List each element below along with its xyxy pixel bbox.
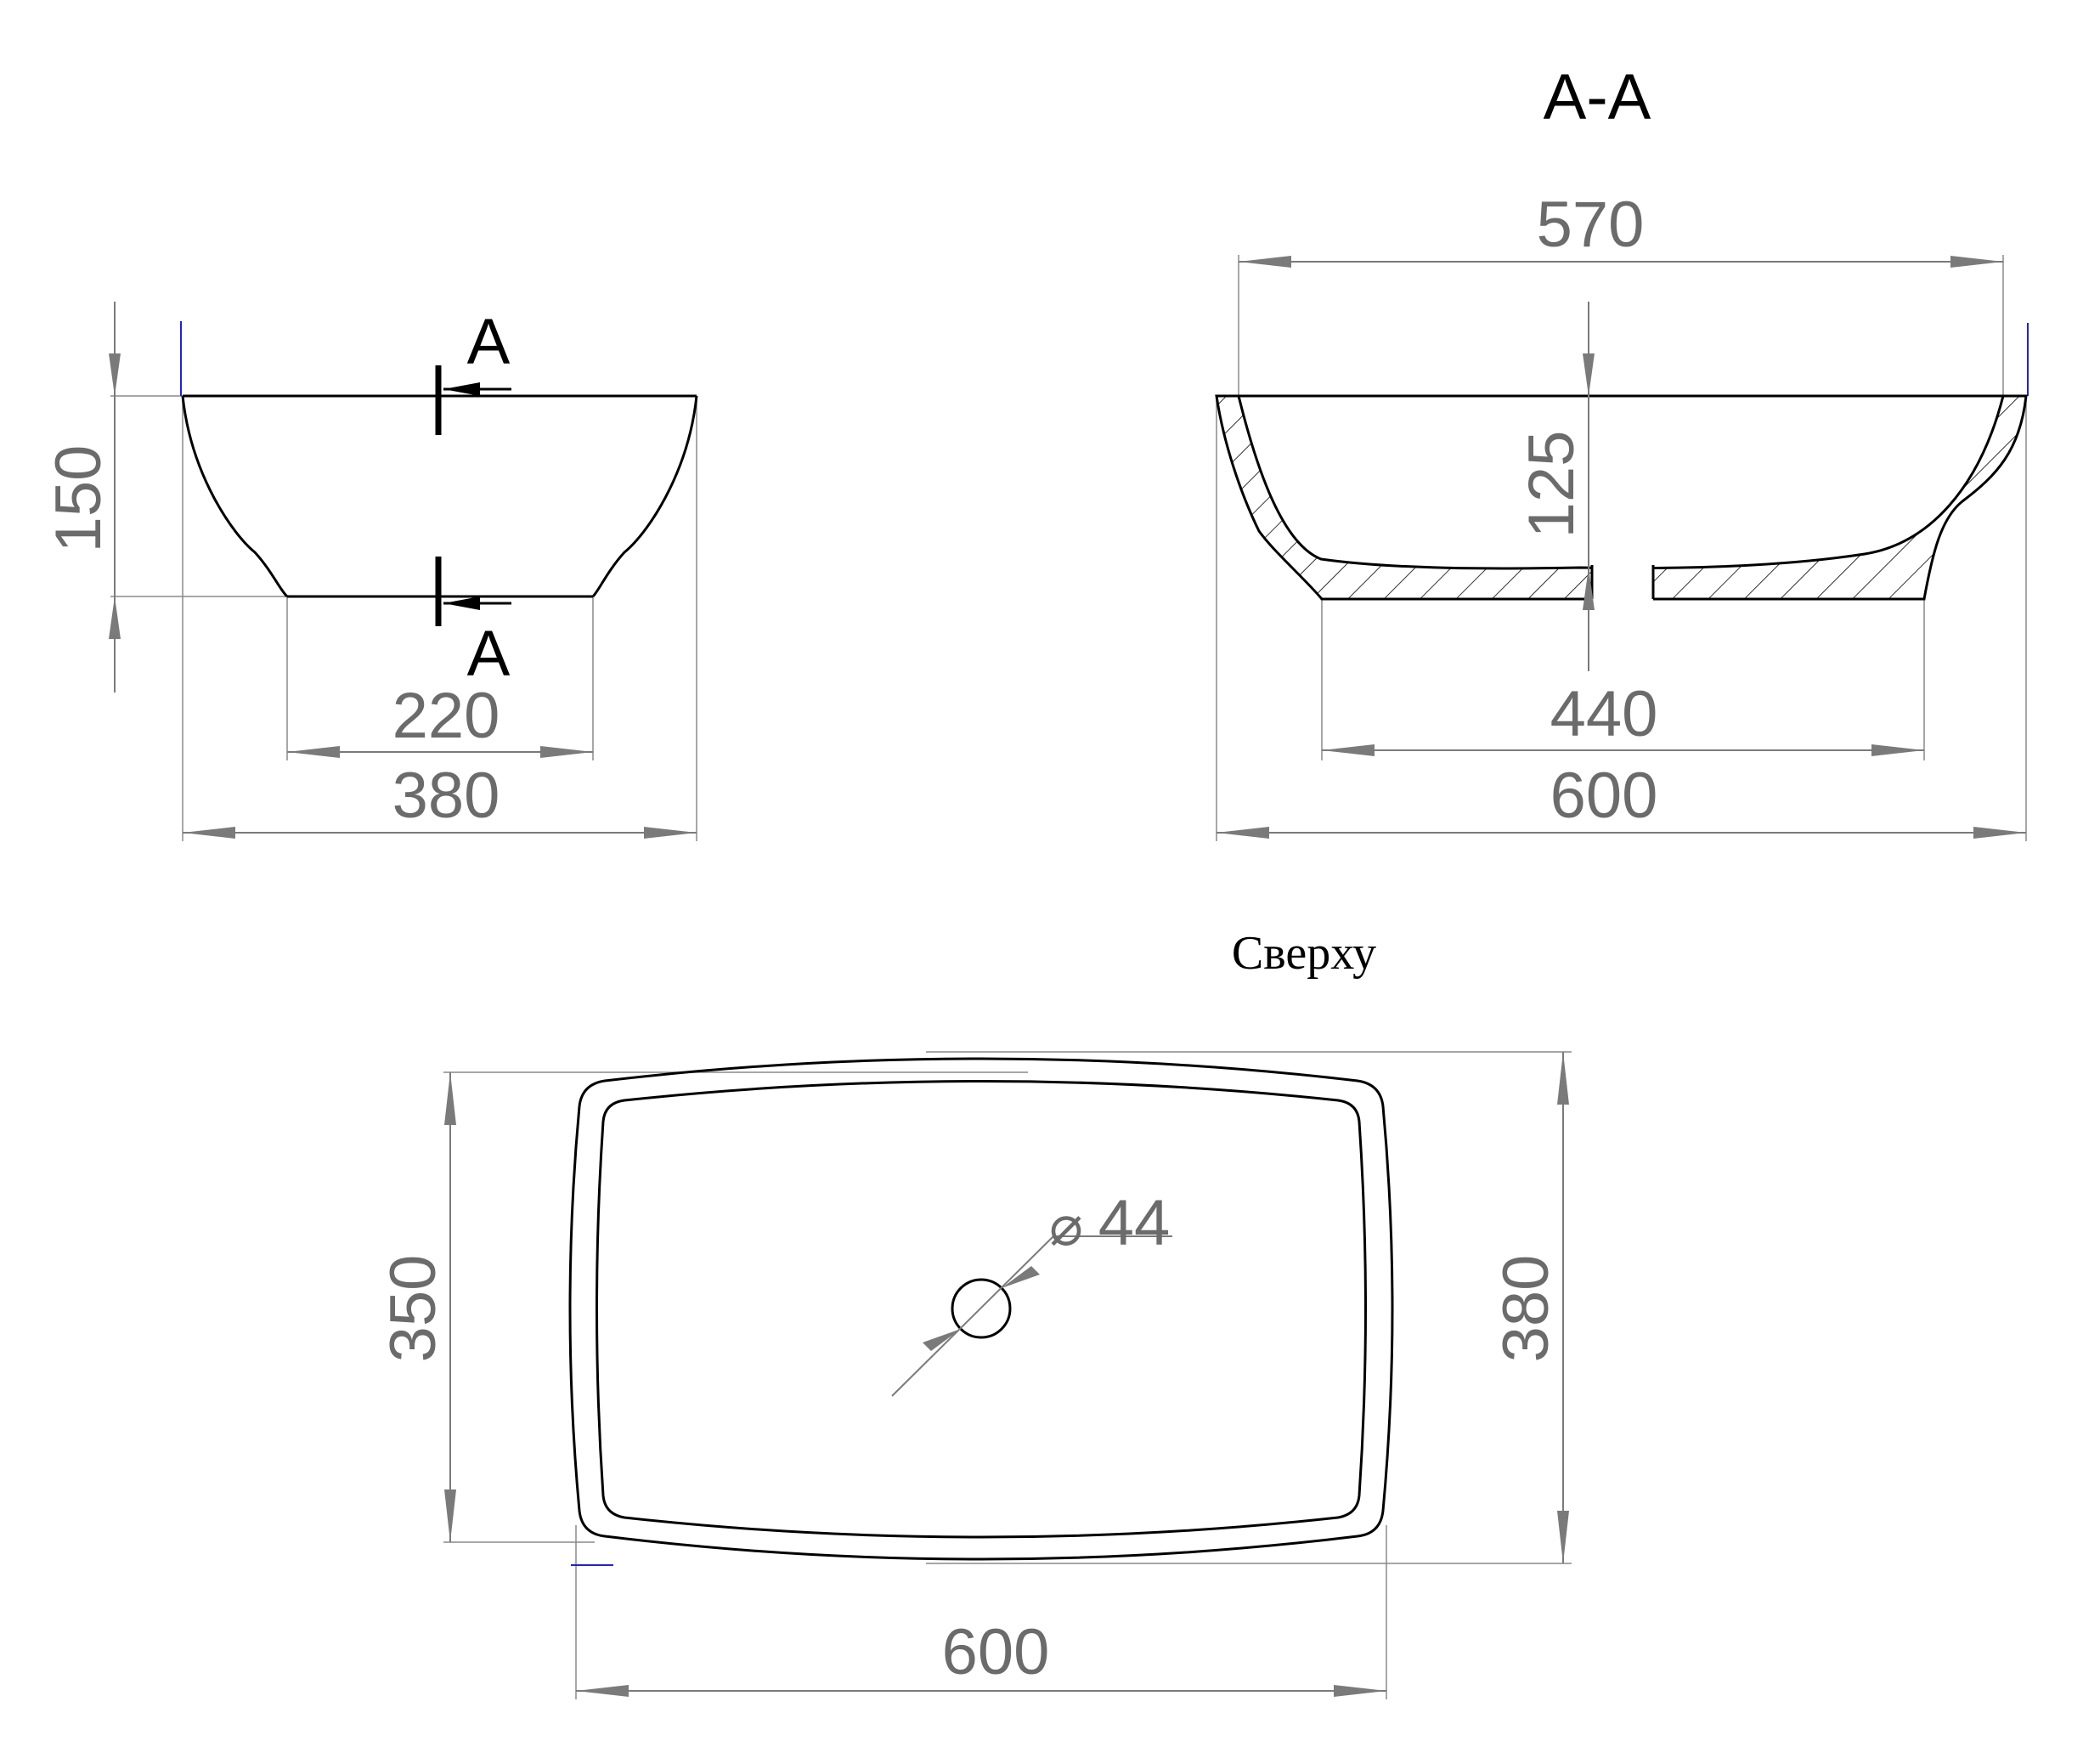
dimension-arrow — [287, 746, 340, 758]
side-view: 150 220 380 A A — [42, 302, 698, 841]
height-dimension-label: 150 — [42, 445, 115, 553]
dimension-arrow — [444, 1072, 456, 1125]
dimension-arrow — [576, 1685, 629, 1697]
section-view: A-A 570 125 440 60 — [1215, 61, 2029, 841]
diameter-leader-line — [891, 1235, 1054, 1397]
dimension-arrow — [1239, 256, 1291, 268]
dimension-arrow — [109, 596, 121, 639]
section-title: A-A — [1544, 61, 1651, 133]
drain-diameter-label: 44 — [1098, 1187, 1171, 1259]
dimension-arrow — [1217, 827, 1269, 839]
depth-dimension-label: 125 — [1516, 431, 1588, 539]
dimension-arrow — [540, 746, 593, 758]
drain-hole-circle — [951, 1278, 1012, 1339]
section-mark-label-top: A — [467, 306, 511, 378]
inner-width-dimension-label: 570 — [1537, 189, 1645, 261]
drain-hole — [1592, 565, 1653, 601]
outer-depth-dimension-label: 380 — [1490, 1255, 1562, 1363]
dimension-arrow — [444, 1489, 456, 1542]
dimension-arrow — [1871, 744, 1924, 756]
inner-depth-dimension-label: 350 — [377, 1255, 449, 1363]
bowl-right-profile — [591, 395, 698, 598]
dimension-arrow — [1322, 744, 1375, 756]
dimension-arrow — [183, 827, 235, 839]
section-base-dimension-label: 440 — [1550, 678, 1658, 750]
dimension-arrow — [923, 1329, 961, 1351]
diameter-symbol: ⌀ — [1049, 1194, 1083, 1257]
dimension-arrow — [1557, 1511, 1569, 1563]
section-outer-profile — [1215, 394, 2028, 601]
dimension-arrow — [1583, 568, 1595, 610]
section-arrow-icon — [443, 382, 480, 396]
dimension-arrow — [109, 353, 121, 396]
bowl-left-profile — [181, 395, 289, 598]
section-arrow-icon — [443, 596, 480, 610]
section-mark-label-bottom: A — [467, 618, 511, 690]
dimension-arrow — [1557, 1052, 1569, 1105]
top-view-title: Сверху — [1232, 927, 1376, 980]
dimension-arrow — [1002, 1266, 1040, 1288]
basin-inner-outline — [596, 1080, 1367, 1539]
basin-outer-outline — [568, 1057, 1394, 1561]
dimension-arrow — [1973, 827, 2026, 839]
top-view: Сверху ⌀ 44 350 380 600 — [377, 927, 1572, 1699]
base-width-dimension-label: 220 — [392, 680, 500, 752]
top-width-dimension-label: 380 — [392, 760, 500, 832]
dimension-arrow — [644, 827, 697, 839]
length-dimension-label: 600 — [942, 1616, 1050, 1688]
dimension-arrow — [1583, 353, 1595, 396]
dimension-arrow — [1334, 1685, 1386, 1697]
dimension-arrow — [1950, 256, 2003, 268]
outer-width-dimension-label: 600 — [1550, 760, 1658, 832]
